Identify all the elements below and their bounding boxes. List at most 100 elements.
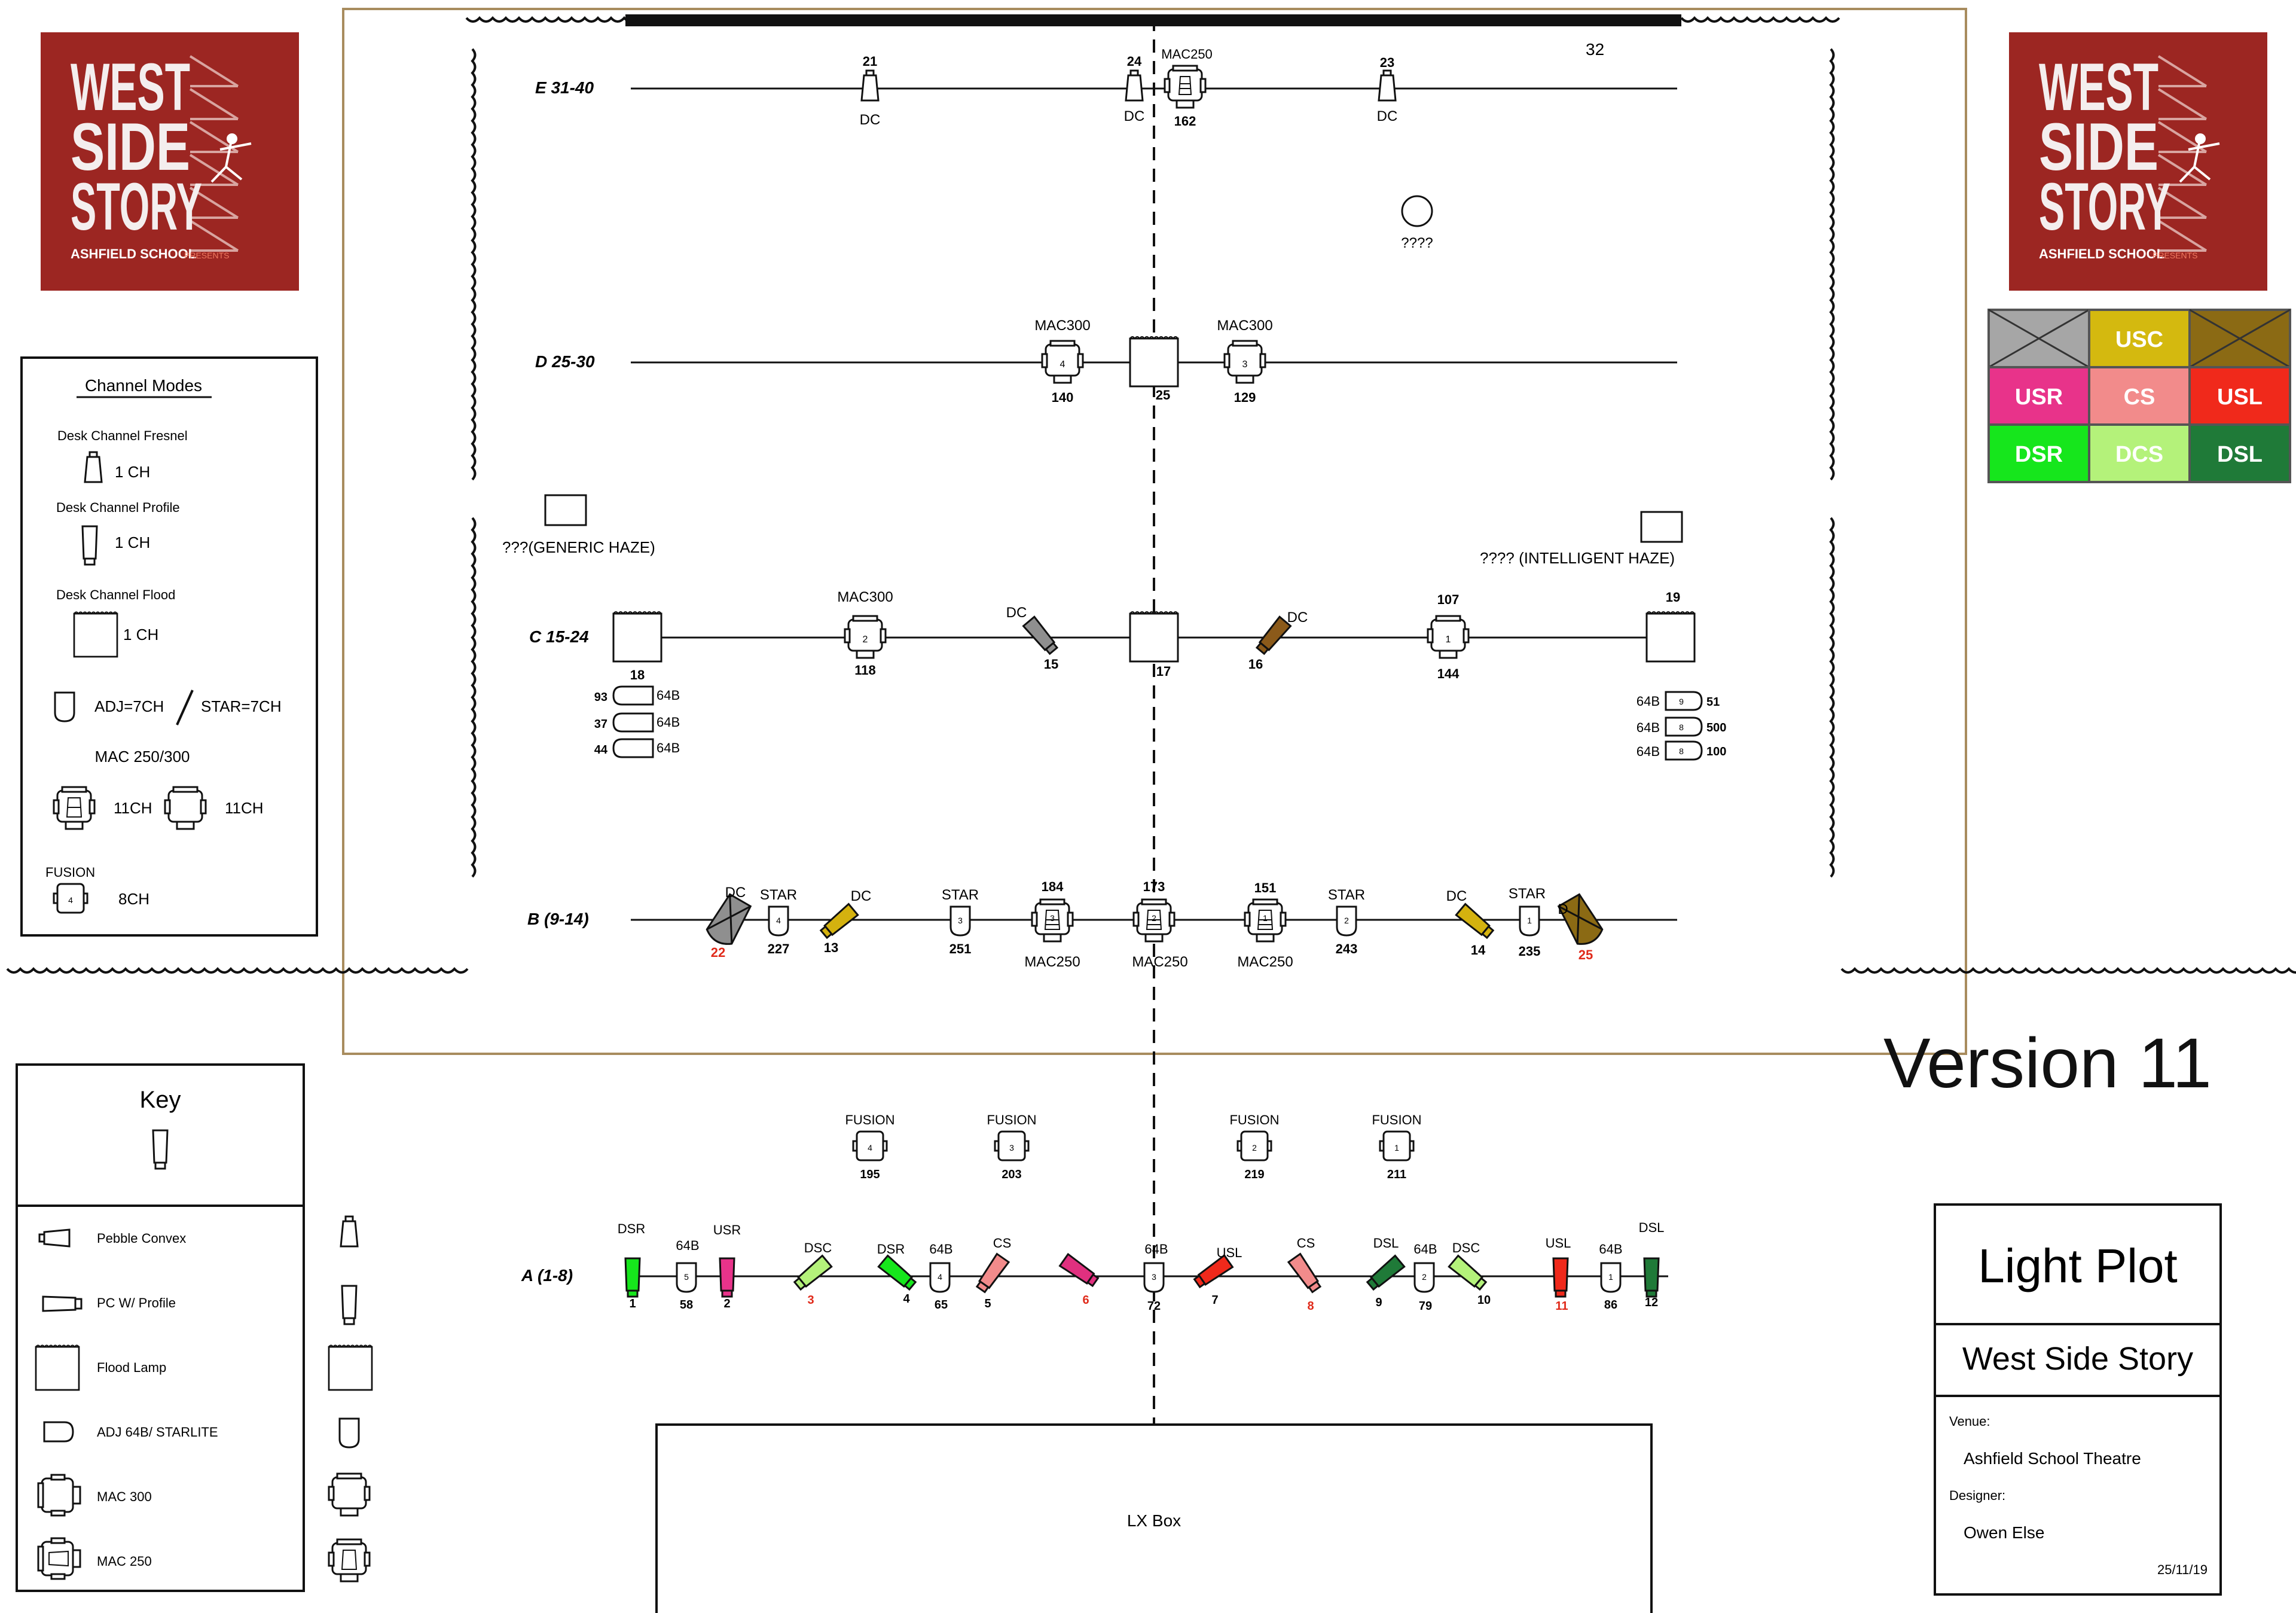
fixture-top-label: 21 [863,54,877,69]
profile-fixture-grey[interactable] [1022,615,1060,657]
fixture-top-label: DC [851,888,872,904]
profile-fixture-red[interactable] [1192,1254,1234,1290]
adj-64b-icon [43,1421,74,1443]
64b-fixture[interactable] [1665,740,1703,761]
bar-a-fixtures: DSR 1 5 64B 58 USR 2 DSC 3 DSR 4 4 64B 6… [618,1220,1665,1313]
profile-fixture-salmon[interactable] [974,1253,1010,1295]
flood-fixture[interactable] [1129,336,1179,388]
fusion-inner: 4 [68,895,73,905]
fixture-top-label: DSR [877,1242,905,1257]
mac250-fixture[interactable] [1164,65,1207,109]
flood-ch: 1 CH [123,626,158,644]
fixture-top-label: STAR [942,887,979,903]
fixture-inner-number: 3 [1009,1143,1014,1152]
64b-fixture[interactable] [1665,716,1703,737]
64b-fixture[interactable] [612,738,654,758]
zone-cell[interactable]: USR [1987,366,2090,426]
flood-fixture[interactable] [1645,611,1696,663]
zone-cell[interactable]: DSR [1987,423,2090,483]
fixture-top-label: 24 [1127,54,1142,69]
fixture-bottom-label: 1 [629,1297,636,1310]
fixture-top-label: DSC [1452,1240,1480,1255]
profile-ch: 1 CH [115,533,150,551]
venue-label: Venue: [1949,1414,1990,1429]
stack-number: 100 [1706,745,1726,758]
zone-cell[interactable]: CS [2088,366,2191,426]
flood-fixture[interactable] [612,611,662,663]
profile-fixture-light-green[interactable] [1448,1255,1489,1292]
stage-frame [342,8,1967,1055]
profile-fixture-mustard[interactable] [1455,903,1496,941]
mac250-upright-icon [328,1538,371,1582]
fixture-inner-number: 3 [1152,1272,1156,1282]
fixture-bottom-label: 86 [1604,1298,1617,1312]
64b-fixture[interactable] [612,712,654,733]
flood-fixture[interactable] [1129,611,1179,663]
fixture-top-label: MAC250 [1161,47,1213,62]
fixture-top-label: USL [1546,1236,1571,1251]
logo-school: ASHFIELD SCHOOL [71,246,196,261]
fixture-top-label: CS [993,1236,1012,1251]
zone-label: DSR [2015,442,2063,467]
stack-number: 51 [1706,696,1720,709]
zone-cell[interactable] [2188,309,2291,368]
mac250-fixture[interactable] [1031,898,1074,943]
zone-cell[interactable]: DCS [2088,423,2191,483]
zone-cell[interactable]: DSL [2188,423,2291,483]
64b-fixture[interactable] [612,685,654,706]
lx-box[interactable] [655,1423,1653,1613]
profile-fixture-olive[interactable] [1556,893,1605,948]
fixture-inner-number: 4 [938,1272,942,1282]
profile-icon [81,525,98,566]
designer-value: Owen Else [1964,1523,2044,1542]
unknown-fixture-circle[interactable] [1401,195,1433,227]
haze-intelligent-box[interactable] [1640,511,1683,543]
pc-profile-icon [42,1295,83,1312]
pebble-convex-upright-icon [340,1215,359,1248]
64b-fixture[interactable] [1665,691,1703,711]
profile-fixture-dark-green[interactable] [1364,1255,1406,1292]
fixture-bottom-label: DC [1377,108,1398,124]
date-value: 25/11/19 [2157,1562,2208,1577]
zone-cell[interactable]: USL [2188,366,2291,426]
profile-fixture-brown[interactable] [1254,615,1292,657]
logo-background [41,32,299,291]
haze-generic-box[interactable] [544,494,587,526]
profile-fixture-light-green[interactable] [792,1255,833,1292]
fixture-bottom-label: 72 [1147,1300,1161,1313]
fresnel-fixture[interactable] [1125,69,1144,102]
profile-fixture-red[interactable] [1552,1257,1569,1298]
fixture-inner-number: 2 [1422,1272,1427,1282]
zone-cell[interactable]: USC [2088,309,2191,368]
logo-title-line: SIDE [71,109,190,184]
profile-fixture-pink[interactable] [719,1257,735,1298]
zone-cell[interactable] [1987,309,2090,368]
dancer-icon [2179,133,2220,183]
fixture-bottom-label-red: 25 [1578,947,1593,962]
stack-label: 64B [657,715,680,730]
fixture-inner-number: 1 [1608,1272,1613,1282]
fresnel-fixture[interactable] [860,69,880,102]
fresnel-fixture[interactable] [1378,69,1397,102]
fixture-bottom-label: 195 [860,1168,880,1181]
key-item: MAC 250 [97,1554,152,1569]
fixture-inner-number: 1 [1263,913,1268,923]
profile-fixture-mustard[interactable] [818,903,859,941]
profile-fixture-green[interactable] [624,1257,641,1298]
fixture-bottom-label: 203 [1002,1168,1021,1181]
profile-fixture-dark-green[interactable] [1643,1257,1660,1298]
fixture-bottom-label: 14 [1471,943,1486,958]
profile-fixture-green[interactable] [877,1255,918,1292]
fresnel-label: Desk Channel Fresnel [57,428,188,443]
mac250-fixture[interactable] [1244,898,1287,943]
profile-fixture-salmon[interactable] [1287,1253,1323,1295]
profile-fixture-magenta[interactable] [1059,1253,1101,1289]
fusion-row: 4 FUSION 195 3 FUSION 203 2 FUSION 219 1… [845,1112,1421,1181]
mac250-fixture[interactable] [1132,898,1176,943]
bar-c-label: C 15-24 [529,627,589,646]
plot-title: Light Plot [1978,1239,2178,1292]
profile-fixture-grey[interactable] [704,893,753,948]
bar-e-fixtures: 21 DC 24 DC MAC250 162 23 DC ???? [860,47,1433,251]
mac300-upright-icon [328,1472,371,1517]
